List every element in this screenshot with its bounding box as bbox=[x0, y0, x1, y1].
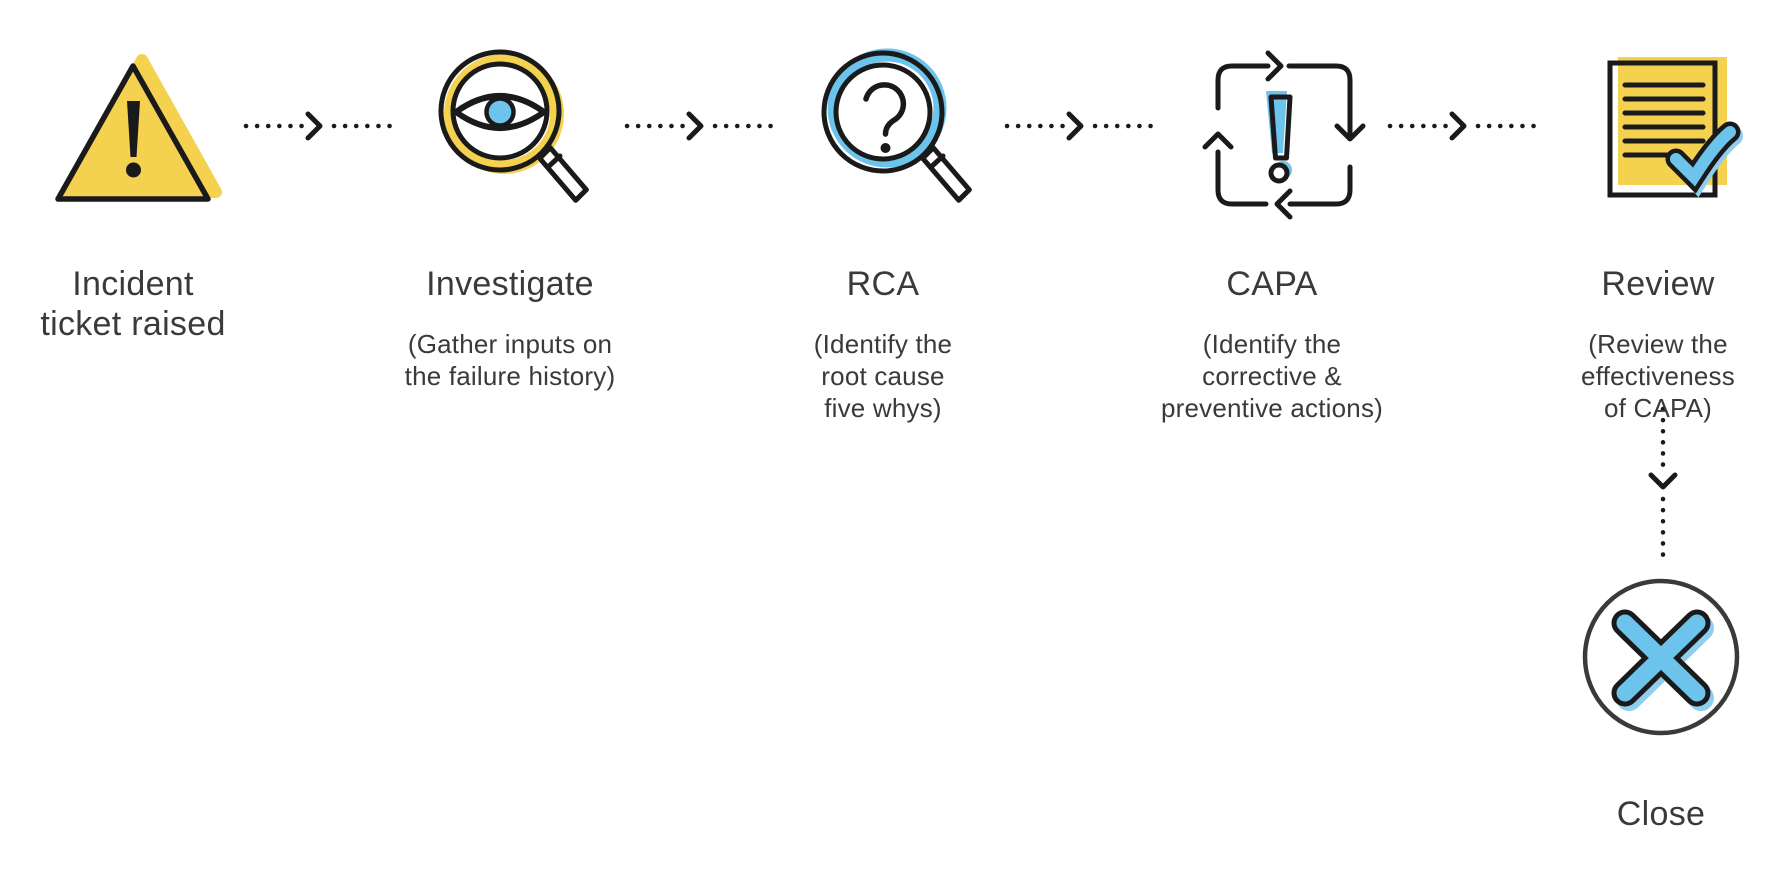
stage-label-rca: RCA (Identify the root cause five whys) bbox=[723, 246, 1043, 442]
stage-subtitle: (Review the effectiveness of CAPA) bbox=[1581, 329, 1735, 423]
stage-title: Close bbox=[1616, 795, 1706, 833]
stage-subtitle: (Identify the root cause five whys) bbox=[813, 329, 953, 423]
magnifier-question-icon bbox=[821, 48, 972, 203]
stage-title: CAPA bbox=[1226, 265, 1318, 303]
stage-subtitle: (Identify the corrective & preventive ac… bbox=[1160, 329, 1384, 423]
dotted-arrow-down bbox=[1648, 406, 1678, 562]
warning-triangle-icon bbox=[55, 54, 222, 202]
dotted-arrow-right-2 bbox=[624, 111, 778, 141]
stage-label-incident: Incident ticket raised bbox=[0, 246, 293, 386]
dotted-arrow-right-4 bbox=[1387, 111, 1541, 141]
stage-label-close: Close bbox=[1501, 776, 1772, 852]
cycle-exclamation-icon bbox=[1202, 50, 1366, 220]
dotted-arrow-right-3 bbox=[1004, 111, 1158, 141]
stage-label-review: Review (Review the effectiveness of CAPA… bbox=[1498, 246, 1772, 442]
document-check-icon bbox=[1607, 57, 1743, 198]
magnifier-eye-icon bbox=[438, 49, 589, 203]
circle-x-icon bbox=[1582, 578, 1740, 736]
stage-subtitle: (Gather inputs on the failure history) bbox=[404, 329, 616, 391]
stage-title: Review bbox=[1601, 265, 1715, 303]
stage-title: Investigate bbox=[426, 265, 594, 303]
stage-title: RCA bbox=[846, 265, 920, 303]
stage-title: Incident ticket raised bbox=[40, 265, 226, 343]
dotted-arrow-right-1 bbox=[243, 111, 397, 141]
stage-label-investigate: Investigate (Gather inputs on the failur… bbox=[350, 246, 670, 410]
stage-label-capa: CAPA (Identify the corrective & preventi… bbox=[1112, 246, 1432, 442]
